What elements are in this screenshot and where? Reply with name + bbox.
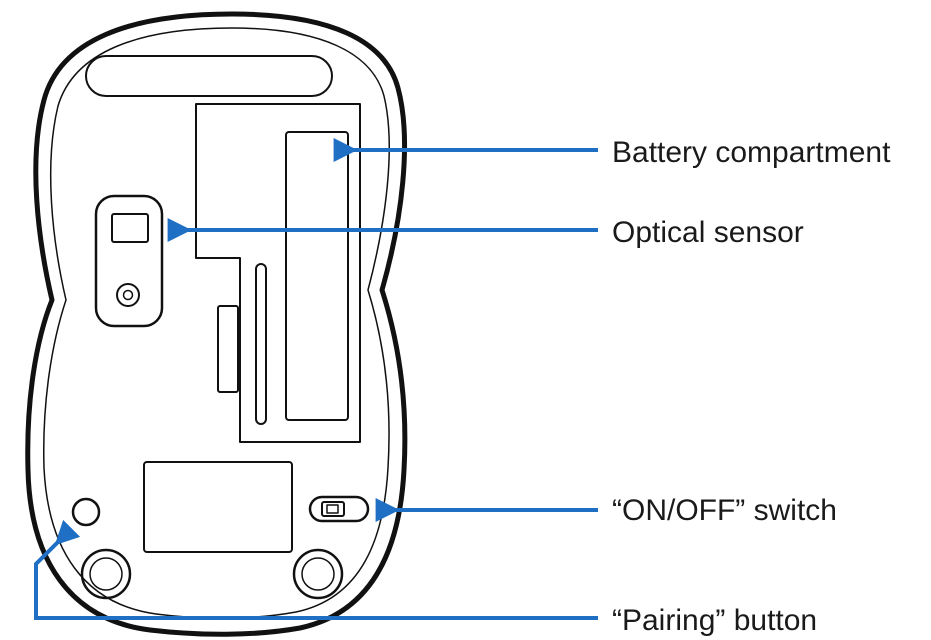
callout-arrows — [34, 138, 598, 620]
on-off-switch-knob-inner — [326, 504, 339, 514]
sensor-lens — [111, 213, 149, 243]
callout-labels: Battery compartment Optical sensor “ON/O… — [612, 136, 891, 637]
foot-left-inner — [89, 557, 123, 591]
on-off-switch-label: “ON/OFF” switch — [612, 494, 837, 527]
sensor-led-outer — [116, 283, 140, 307]
foot-right-inner — [301, 557, 335, 591]
pairing-button-label: “Pairing” button — [612, 604, 817, 637]
foot-left-outer — [80, 548, 132, 600]
label-panel — [143, 461, 293, 553]
battery-slot — [285, 131, 349, 421]
top-glide-pad — [85, 55, 333, 97]
sensor-led-inner — [122, 289, 134, 301]
mouse-outer-shell — [25, 11, 408, 637]
on-off-switch-knob — [321, 501, 345, 517]
foot-right-outer — [292, 548, 344, 600]
cover-slit — [255, 263, 267, 425]
sensor-housing — [94, 194, 164, 328]
cover-latch — [217, 305, 239, 393]
optical-sensor-label: Optical sensor — [612, 216, 804, 249]
mouse-body — [25, 11, 408, 637]
pairing-button — [71, 497, 101, 527]
mouse-inner-shell — [43, 27, 390, 619]
battery-cover-outline — [195, 103, 361, 443]
battery-compartment-label: Battery compartment — [612, 136, 891, 169]
on-off-switch-outer — [308, 495, 370, 523]
pairing-arrow — [34, 519, 598, 620]
